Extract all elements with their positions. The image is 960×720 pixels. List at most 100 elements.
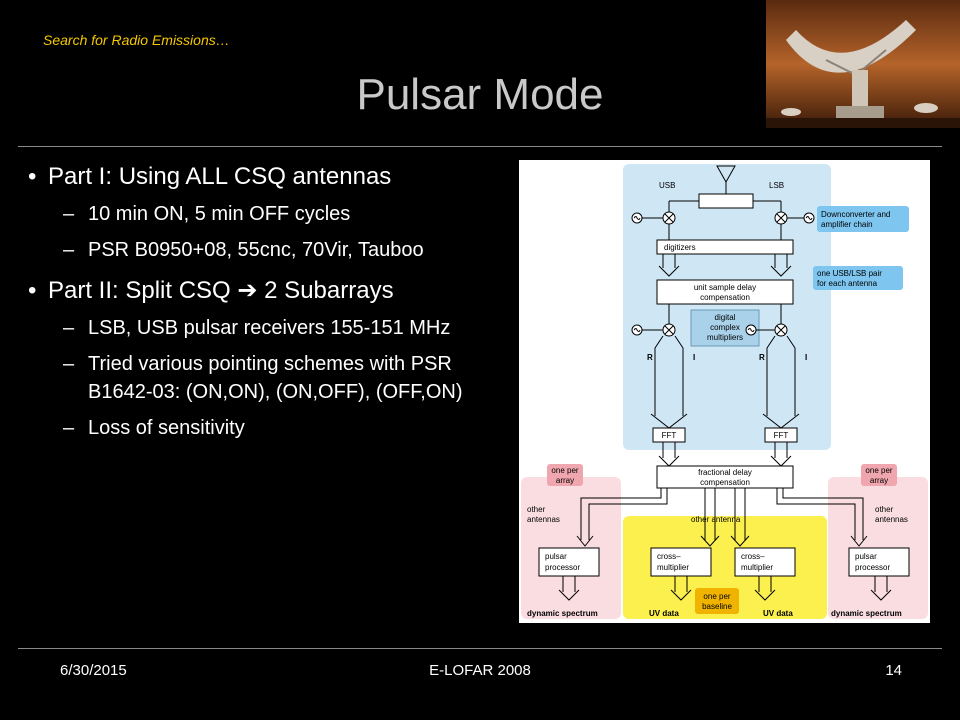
one-per-array-line1: one per xyxy=(865,466,892,475)
sub-bullet-text: Tried various pointing schemes with PSR … xyxy=(88,353,463,403)
pulsar-processor-line1: pulsar xyxy=(855,552,877,561)
footer-date: 6/30/2015 xyxy=(60,662,127,679)
usb-lsb-pair-note xyxy=(813,266,903,290)
sub-bullet-text: LSB, USB pulsar receivers 155-151 MHz xyxy=(88,317,451,339)
radio-telescope-photo xyxy=(766,0,960,128)
receiver-region xyxy=(623,164,831,450)
dash-marker: – xyxy=(63,203,75,225)
fft-box xyxy=(764,427,798,443)
one-per-array-line2: array xyxy=(870,476,888,485)
cross-multiplier-line2: multiplier xyxy=(741,563,773,572)
cross-multiplier-line1: cross– xyxy=(741,552,765,561)
pulsar-processor-box xyxy=(848,547,910,577)
oscillator-icon xyxy=(631,324,663,336)
one-per-array-line2: array xyxy=(556,476,574,485)
fft-label: FFT xyxy=(662,431,677,440)
one-per-baseline-line2: baseline xyxy=(702,602,732,611)
sub-bullet: – PSR B0950+08, 55cnc, 70Vir, Tauboo xyxy=(28,236,488,264)
bullet-text-after: 2 Subarrays xyxy=(257,277,394,304)
footer-center: E-LOFAR 2008 xyxy=(429,662,531,679)
pulsar-processor-line2: processor xyxy=(545,563,580,572)
sub-bullet-text: Loss of sensitivity xyxy=(88,417,245,439)
other-antennas-line2: antennas xyxy=(527,515,560,524)
downconverter-note xyxy=(817,206,909,232)
multipliers-line1: digital xyxy=(715,313,736,322)
fractional-line2: compensation xyxy=(700,478,750,487)
bullet-marker: • xyxy=(28,163,37,190)
pulsar-processor-line1: pulsar xyxy=(545,552,567,561)
fft-label: FFT xyxy=(774,431,789,440)
other-antennas-line1: other xyxy=(875,505,894,514)
dash-marker: – xyxy=(63,317,75,339)
one-per-array-line1: one per xyxy=(551,466,578,475)
dash-marker: – xyxy=(63,353,75,375)
mixer-icon xyxy=(662,323,676,337)
one-per-baseline-note xyxy=(695,588,739,614)
dynamic-spectrum-label: dynamic spectrum xyxy=(831,609,902,618)
downconverter-line2: amplifier chain xyxy=(821,220,873,229)
downconverter-line1: Downconverter and xyxy=(821,210,890,219)
other-antenna-label: other antenna xyxy=(691,515,741,524)
uv-data-label: UV data xyxy=(649,609,679,618)
sub-bullet: – Loss of sensitivity xyxy=(28,414,488,442)
fft-box xyxy=(652,427,686,443)
other-antennas-line2: antennas xyxy=(875,515,908,524)
usb-label: USB xyxy=(659,181,675,190)
delay-comp-line1: unit sample delay xyxy=(694,283,756,292)
mixer-icon xyxy=(662,211,676,225)
multipliers-line3: multipliers xyxy=(707,333,743,342)
fractional-line1: fractional delay xyxy=(698,468,752,477)
multipliers-box xyxy=(690,309,760,347)
usb-lsb-pair-line2: for each antenna xyxy=(817,279,878,288)
oscillator-icon xyxy=(787,212,815,224)
cross-multiplier-box xyxy=(734,547,796,577)
r-label: R xyxy=(647,353,653,362)
slide-title: Pulsar Mode xyxy=(356,70,604,119)
delay-comp-line2: compensation xyxy=(700,293,750,302)
oscillator-icon xyxy=(745,324,775,336)
pulsar-processor-box xyxy=(538,547,600,577)
bullet-part-one: • Part I: Using ALL CSQ antennas xyxy=(28,160,488,194)
dynamic-spectrum-label: dynamic spectrum xyxy=(527,609,598,618)
sub-bullet-text: 10 min ON, 5 min OFF cycles xyxy=(88,203,351,225)
mixer-icon xyxy=(774,211,788,225)
bullet-text-before: Part II: Split CSQ xyxy=(48,277,238,304)
cross-multiplier-line2: multiplier xyxy=(657,563,689,572)
bullet-part-two: • Part II: Split CSQ ➔ 2 Subarrays xyxy=(28,274,488,308)
dash-marker: – xyxy=(63,417,75,439)
digitizers-label: digitizers xyxy=(664,243,696,252)
right-arrow-icon: ➔ xyxy=(237,277,258,304)
slide-number: 14 xyxy=(885,662,902,679)
other-antennas-line1: other xyxy=(527,505,546,514)
pulsar-processor-line2: processor xyxy=(855,563,890,572)
slide-content: • Part I: Using ALL CSQ antennas – 10 mi… xyxy=(28,160,488,450)
one-per-baseline-line1: one per xyxy=(703,592,730,601)
delay-comp-box xyxy=(656,279,794,305)
sub-bullet: – 10 min ON, 5 min OFF cycles xyxy=(28,200,488,228)
receiver-block-diagram: USB LSB Downconverter and amplifier chai… xyxy=(519,160,930,623)
sub-bullet: – LSB, USB pulsar receivers 155-151 MHz xyxy=(28,314,488,342)
bullet-text: Part I: Using ALL CSQ antennas xyxy=(48,163,392,190)
title-divider xyxy=(18,146,942,147)
slide-kicker: Search for Radio Emissions… xyxy=(43,32,230,48)
usb-lsb-pair-line1: one USB/LSB pair xyxy=(817,269,882,278)
dash-marker: – xyxy=(63,239,75,261)
uv-data-label: UV data xyxy=(763,609,793,618)
splitter-box xyxy=(698,193,754,209)
oscillator-icon xyxy=(631,212,663,224)
one-per-array-note xyxy=(547,464,583,486)
antenna-icon xyxy=(716,165,736,194)
cross-multiplier-box xyxy=(650,547,712,577)
sub-bullet: – Tried various pointing schemes with PS… xyxy=(28,350,488,406)
bullet-marker: • xyxy=(28,277,37,304)
mixer-icon xyxy=(774,323,788,337)
i-label: I xyxy=(805,353,807,362)
r-label: R xyxy=(759,353,765,362)
one-per-array-note xyxy=(861,464,897,486)
sub-bullet-text: PSR B0950+08, 55cnc, 70Vir, Tauboo xyxy=(88,239,424,261)
fractional-delay-box xyxy=(656,465,794,489)
digitizers-box xyxy=(656,239,794,255)
i-label: I xyxy=(693,353,695,362)
lsb-label: LSB xyxy=(769,181,784,190)
multipliers-line2: complex xyxy=(710,323,740,332)
